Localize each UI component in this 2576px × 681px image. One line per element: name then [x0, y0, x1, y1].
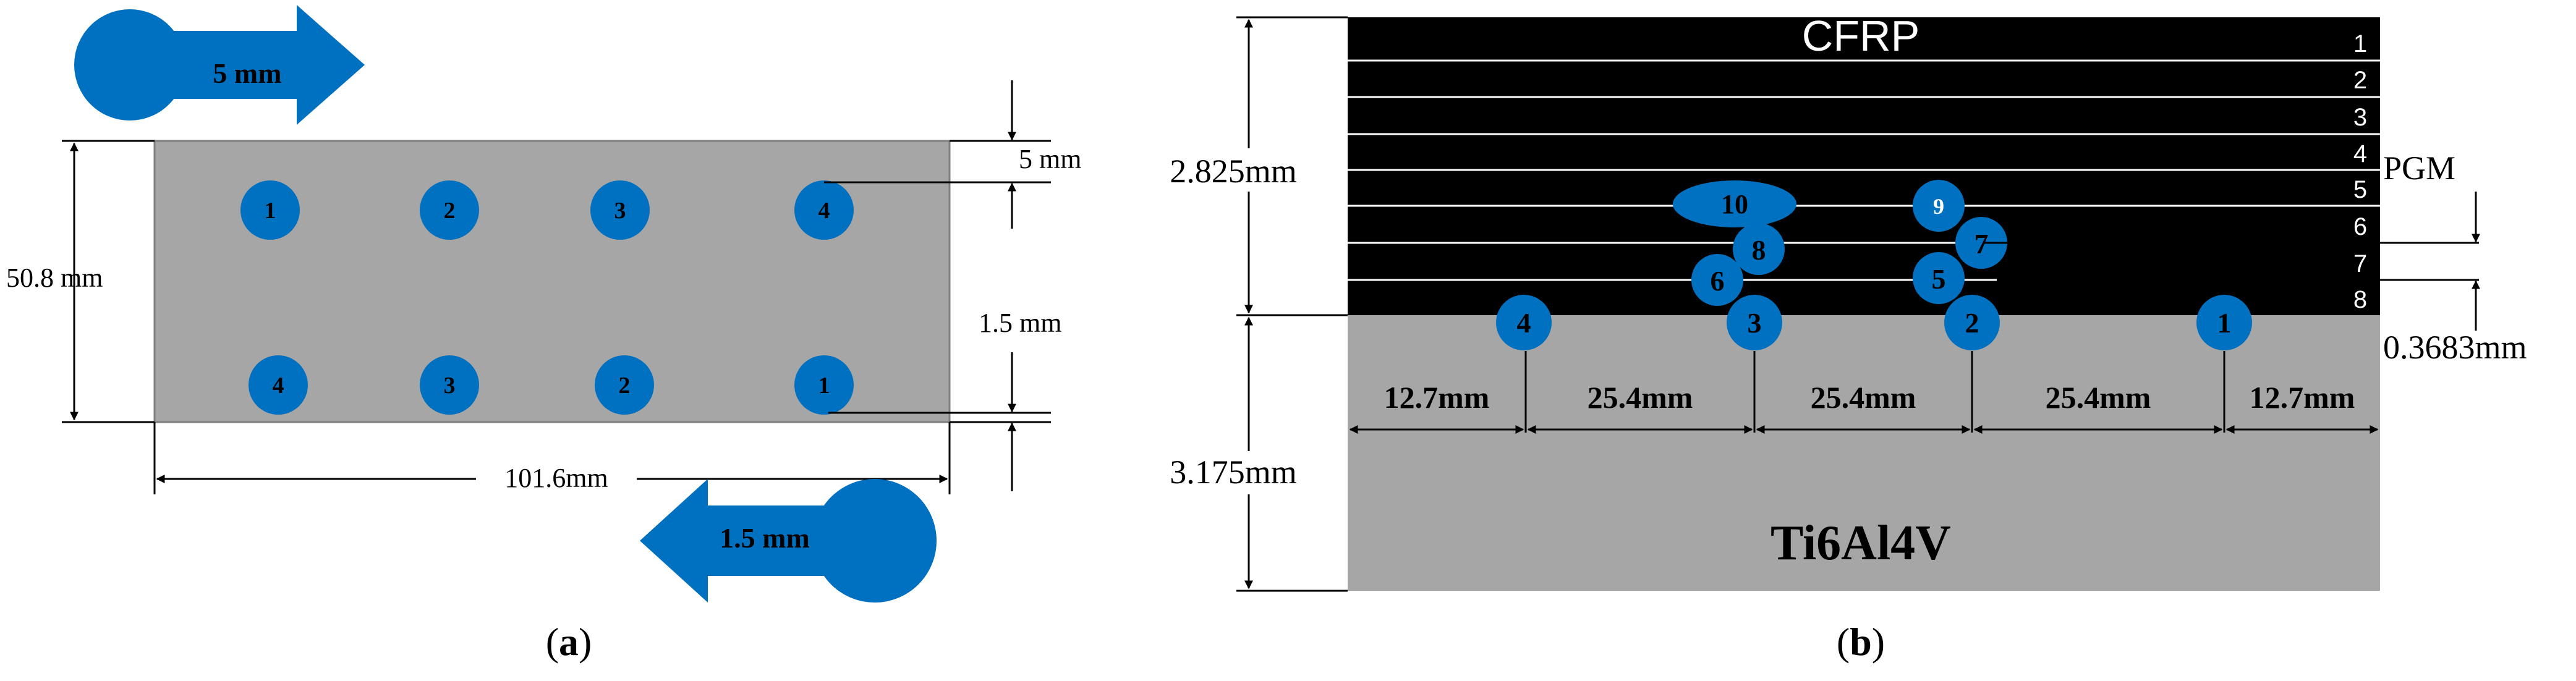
dim-ply-label: 0.3683mm [2383, 329, 2527, 366]
svg-text:8: 8 [1752, 234, 1766, 266]
coupon-point: 4 [794, 180, 854, 240]
svg-text:1: 1 [2217, 307, 2232, 339]
coupon-point: 1 [240, 180, 300, 240]
ply-number: 3 [2353, 104, 2367, 131]
dim-height-label: 50.8 mm [6, 263, 103, 293]
svg-text:3: 3 [444, 373, 456, 399]
ply-number: 1 [2353, 30, 2367, 57]
arrow-1-5mm-label: 1.5 mm [720, 522, 810, 554]
titanium-label: Ti6Al4V [1770, 516, 1951, 570]
svg-text:6: 6 [1711, 265, 1725, 297]
ply-number: 7 [2353, 250, 2367, 277]
arrow-1-5mm: 1.5 mm [640, 479, 937, 603]
svg-text:1: 1 [265, 198, 276, 224]
coupon-bottom-row: 4 3 2 1 [249, 355, 854, 415]
dim-ti-label: 3.175mm [1170, 454, 1297, 491]
cfrp-label: CFRP [1802, 12, 1920, 60]
spacing-label: 25.4mm [2046, 380, 2151, 415]
svg-text:1: 1 [818, 373, 830, 399]
panel-b: CFRP 1 2 3 4 5 6 7 8 Ti6Al4V 10 9 8 7 6 … [1150, 12, 2527, 664]
coupon-point: 4 [249, 355, 308, 415]
arrow-5mm-label: 5 mm [213, 57, 281, 89]
point-3: 3 [1727, 295, 1782, 350]
svg-text:5: 5 [1932, 263, 1946, 295]
dim-bottom-offset [828, 352, 1051, 491]
coupon-top-row: 1 2 3 4 [240, 180, 854, 240]
point-4: 4 [1496, 295, 1552, 350]
svg-text:2: 2 [1965, 307, 1979, 339]
inner-points: 10 9 8 7 6 5 [1673, 180, 2007, 306]
svg-text:10: 10 [1721, 189, 1748, 219]
caption-b: (b) [1837, 620, 1885, 664]
point-1: 1 [2196, 295, 2252, 350]
pgm-label: PGM [2383, 150, 2455, 187]
dim-top-offset-label: 5 mm [1019, 144, 1081, 174]
dim-cfrp-label: 2.825mm [1170, 153, 1297, 190]
svg-text:3: 3 [614, 198, 626, 224]
point-6: 6 [1691, 254, 1743, 306]
coupon-point: 2 [420, 180, 479, 240]
coupon-point: 3 [420, 355, 479, 415]
svg-text:4: 4 [273, 373, 284, 399]
coupon-point: 2 [595, 355, 654, 415]
arrow-5mm: 5 mm [74, 5, 365, 125]
point-7: 7 [1955, 217, 2007, 269]
spacing-dims [1349, 351, 2379, 434]
svg-text:4: 4 [1517, 307, 1531, 339]
ply-number: 6 [2353, 213, 2367, 240]
point-9: 9 [1913, 180, 1965, 232]
caption-a: (a) [546, 620, 592, 664]
panel-a: 5 mm 1 2 3 4 4 3 2 1 50.8 mm [6, 5, 1081, 664]
point-2: 2 [1944, 295, 2000, 350]
dim-ply [1984, 192, 2480, 331]
spacing-label: 12.7mm [1384, 380, 1490, 415]
svg-text:3: 3 [1748, 307, 1762, 339]
dim-thickness [1236, 16, 1348, 592]
interface-points: 4 3 2 1 [1496, 295, 2252, 350]
spacing-label: 25.4mm [1588, 380, 1693, 415]
dim-top-offset [824, 80, 1051, 229]
dim-width-label: 101.6mm [504, 463, 608, 493]
ply-number: 4 [2353, 140, 2367, 167]
svg-text:7: 7 [1975, 228, 1989, 260]
svg-text:9: 9 [1933, 194, 1944, 219]
point-10: 10 [1673, 180, 1796, 227]
svg-text:2: 2 [444, 198, 456, 224]
dim-height-a [62, 140, 155, 423]
ply-number: 5 [2353, 176, 2367, 203]
spacing-label: 12.7mm [2250, 380, 2355, 415]
dim-bottom-offset-label: 1.5 mm [979, 308, 1061, 338]
point-5: 5 [1913, 252, 1965, 304]
svg-text:4: 4 [818, 198, 830, 224]
ply-number: 8 [2353, 286, 2367, 313]
spacing-labels: 12.7mm 25.4mm 25.4mm 25.4mm 12.7mm [1384, 380, 2355, 415]
point-8: 8 [1733, 223, 1785, 275]
spacing-label: 25.4mm [1811, 380, 1916, 415]
titanium-layer [1348, 315, 2380, 591]
ply-numbers: 1 2 3 4 5 6 7 8 [2353, 30, 2367, 313]
svg-text:2: 2 [619, 373, 631, 399]
coupon-point: 1 [794, 355, 854, 415]
ply-number: 2 [2353, 67, 2367, 94]
coupon-point: 3 [590, 180, 650, 240]
cfrp-layer [1348, 17, 2380, 315]
